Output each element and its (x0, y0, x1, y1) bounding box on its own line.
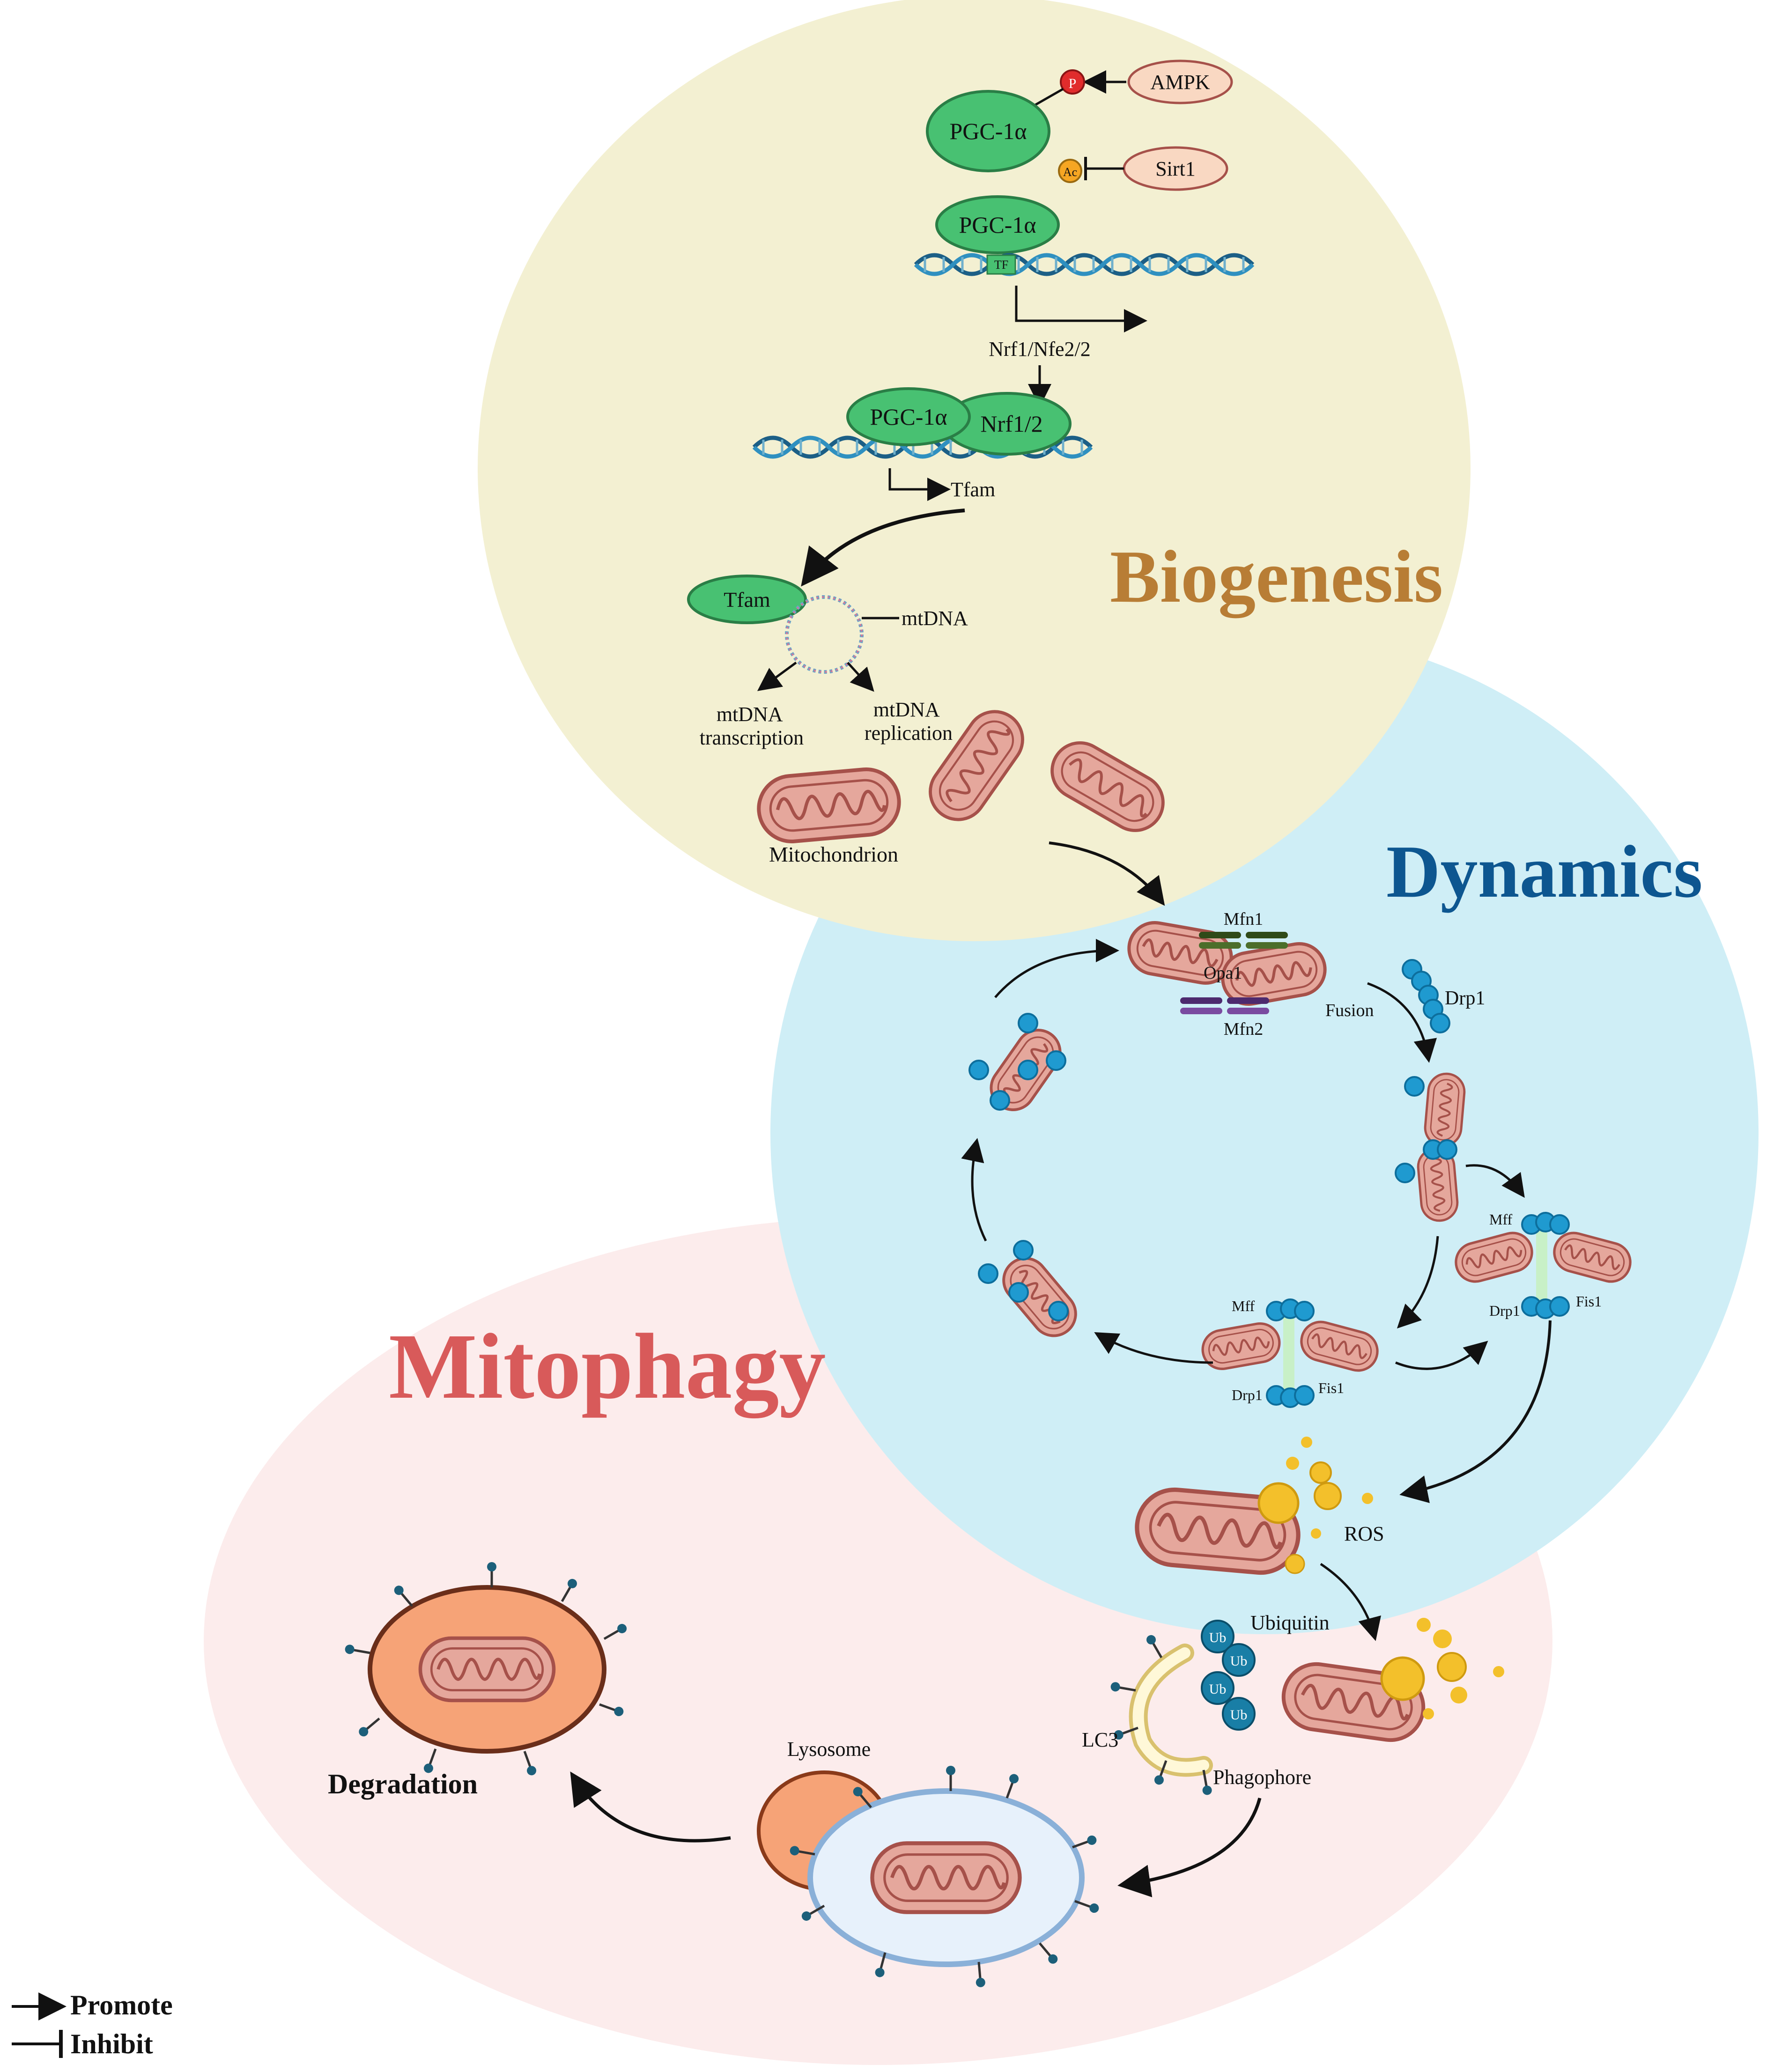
ros-particles (1257, 1437, 1373, 1574)
pgc1a-node-top (926, 90, 1050, 172)
mtdna-label: mtDNA (902, 607, 968, 630)
ubiquitin-chain: Ub Ub Ub Ub (1201, 1620, 1256, 1731)
inhibit-label: Inhibit (70, 2028, 153, 2059)
promote-label: Promote (70, 1990, 173, 2020)
degradation-label: Degradation (328, 1769, 478, 1799)
mitochondrion-label: Mitochondrion (769, 842, 898, 866)
mfn1-bars (1199, 932, 1288, 949)
tf-box (986, 254, 1016, 275)
acetyl-badge (1058, 159, 1082, 183)
lysosome-label: Lysosome (787, 1738, 871, 1761)
dynamics-title: Dynamics (1386, 830, 1703, 913)
mtdna-transcription-label: mtDNA transcription (700, 703, 804, 749)
fusion-label: Fusion (1325, 1001, 1374, 1020)
mtdna-replication-label: mtDNA replication (865, 698, 953, 745)
mitochondrion-1 (756, 767, 902, 844)
phagophore-label: Phagophore (1213, 1766, 1311, 1789)
pgc1a-node-nrf (846, 387, 971, 446)
mitophagy-pathway: ROS Ub Ub Ub Ub Ubiquitin (328, 1437, 1504, 1988)
mff-label-right: Mff (1489, 1211, 1513, 1228)
pgc1a-label-top: PGC-1α (949, 118, 1027, 144)
fis1-label-bottom: Fis1 (1318, 1379, 1344, 1396)
tf-label: TF (994, 258, 1008, 272)
fis1-label-right: Fis1 (1576, 1293, 1602, 1310)
sirt1-label: Sirt1 (1155, 157, 1196, 180)
tfam-gene-label: Tfam (951, 478, 995, 501)
engulfed-mitochondrion (872, 1843, 1020, 1912)
pgc1a-node-dna (935, 195, 1060, 254)
degraded-mitochondrion (421, 1638, 554, 1701)
svg-text:Ub: Ub (1230, 1707, 1248, 1723)
tfam-label: Tfam (724, 588, 770, 612)
biogenesis-pathway: AMPK P PGC-1α Ac Sirt1 PGC-1α TF Nrf1/Nf… (687, 59, 1253, 906)
tfam-curve-arrow (801, 509, 965, 587)
biogenesis-region (478, 0, 1471, 941)
nrf-genes-label: Nrf1/Nfe2/2 (989, 338, 1091, 361)
mfn2-bars (1180, 997, 1269, 1014)
pgc1a-label-nrf: PGC-1α (870, 404, 947, 430)
svg-text:Ub: Ub (1209, 1681, 1227, 1697)
ros-label: ROS (1344, 1522, 1384, 1545)
legend: Promote Inhibit (12, 1990, 173, 2059)
phosphate-badge (1060, 69, 1085, 95)
svg-text:Ub: Ub (1230, 1653, 1248, 1669)
lc3-label: LC3 (1082, 1728, 1118, 1751)
nrf12-label: Nrf1/2 (980, 411, 1042, 437)
transcription-arrow-1 (1015, 286, 1147, 332)
mfn2-label: Mfn2 (1224, 1019, 1263, 1039)
drp1-label-bottom: Drp1 (1232, 1386, 1263, 1403)
tfam-node (687, 575, 807, 624)
transcription-arrow-2 (888, 468, 951, 501)
dynamics-cycle: Mfn1 Opa1 Mfn2 Fusion Drp1 (961, 909, 1634, 1503)
ubiquitin-label: Ubiquitin (1250, 1611, 1330, 1634)
ampk-node (1127, 59, 1233, 104)
mitophagy-title: Mitophagy (389, 1315, 826, 1418)
constricting-mito-top (1424, 1072, 1466, 1147)
phosphate-label: P (1069, 76, 1077, 91)
svg-text:Ub: Ub (1209, 1630, 1227, 1645)
opa1-label: Opa1 (1204, 963, 1242, 983)
biogenesis-to-dynamics-arrow (1049, 841, 1165, 906)
pgc1a-label-dna: PGC-1α (959, 212, 1036, 238)
drp1-label-right: Drp1 (1489, 1302, 1520, 1319)
mff-label-bottom: Mff (1232, 1298, 1255, 1314)
ros-particles-2 (1380, 1618, 1504, 1719)
acetyl-label: Ac (1063, 165, 1077, 179)
ampk-label: AMPK (1150, 71, 1210, 94)
mfn1-label: Mfn1 (1224, 909, 1263, 929)
drp1-label: Drp1 (1445, 988, 1485, 1009)
biogenesis-title: Biogenesis (1110, 535, 1443, 619)
